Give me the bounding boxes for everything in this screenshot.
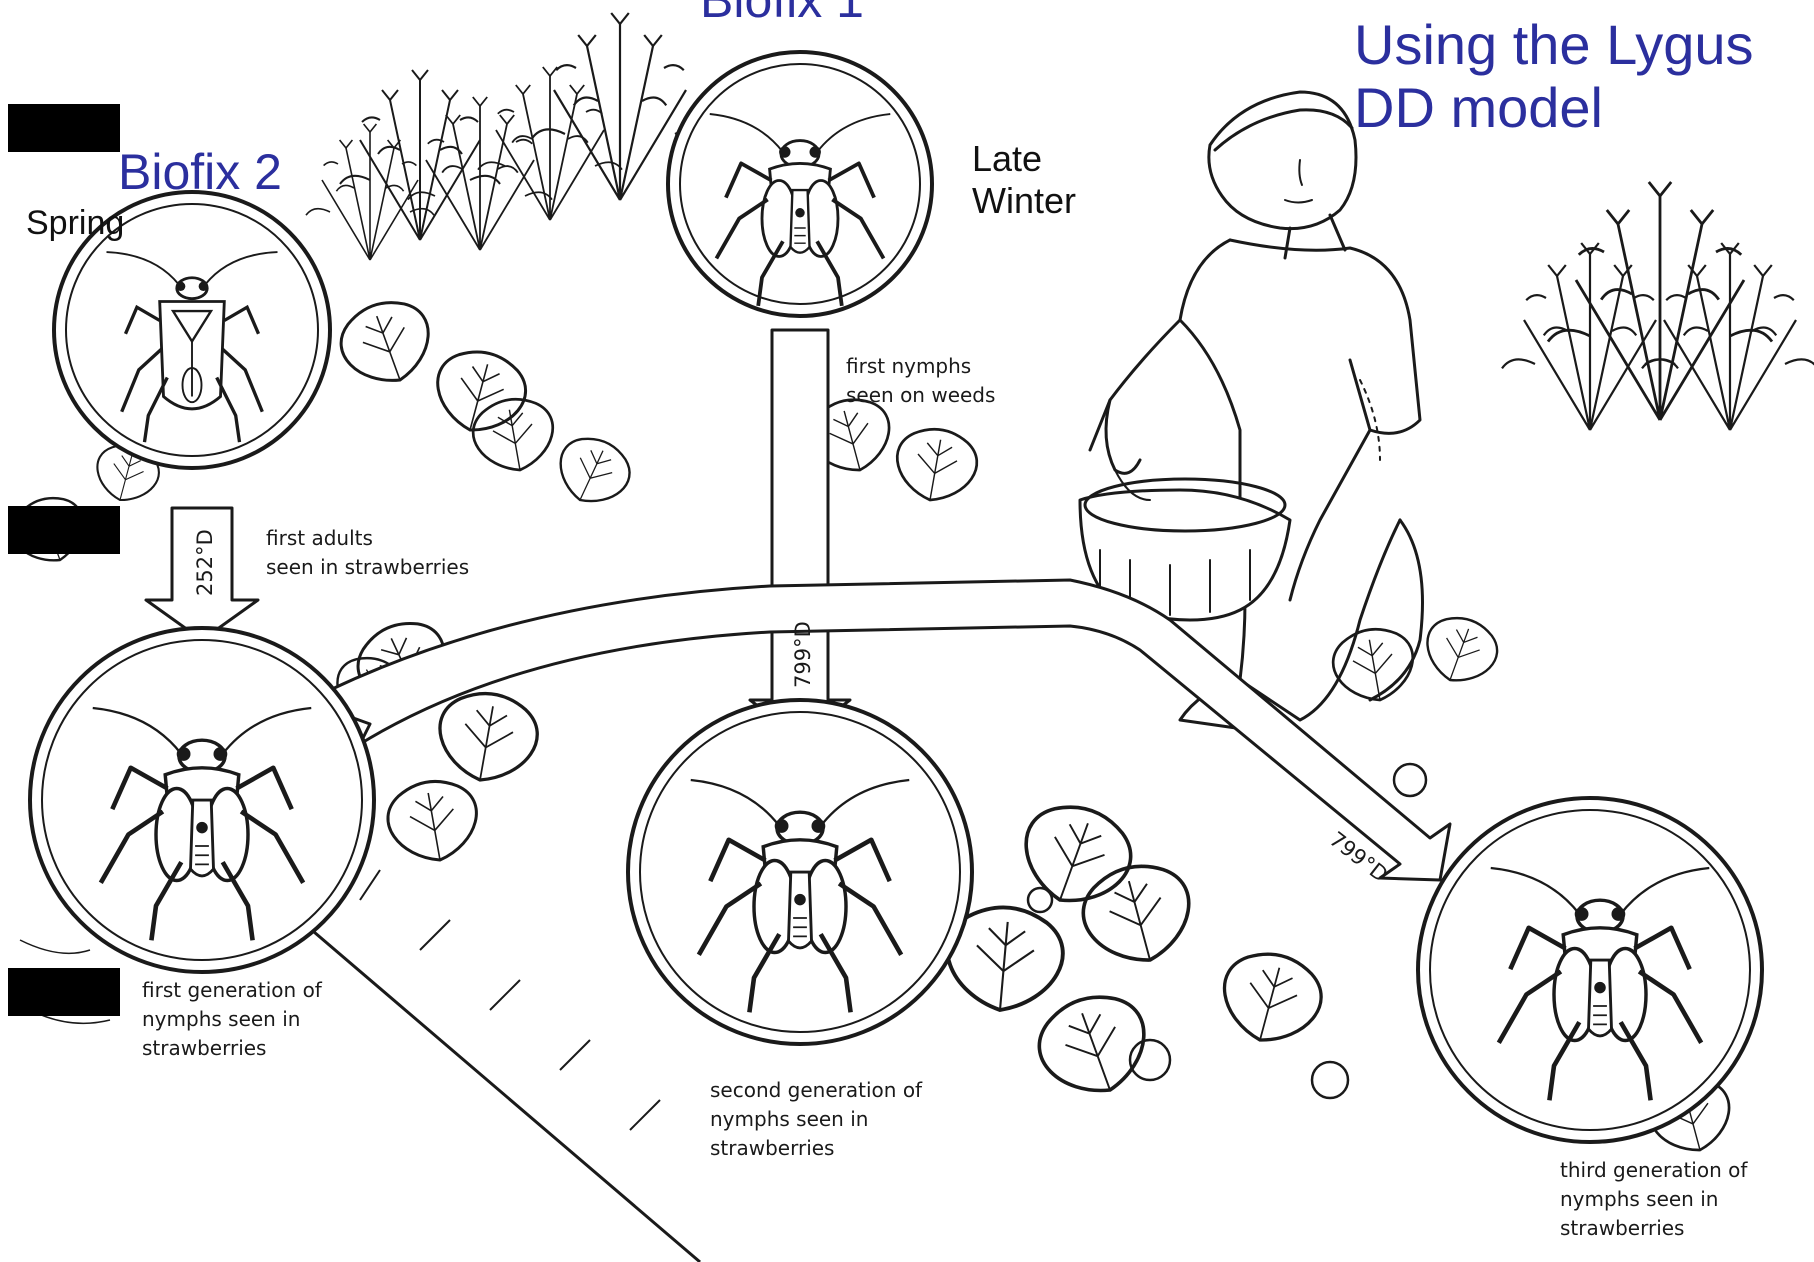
caption-line: strawberries (1560, 1214, 1747, 1243)
circle-late-winter (668, 52, 932, 316)
circle-second-generation (628, 700, 972, 1044)
caption-line: seen on weeds (846, 381, 995, 410)
caption-line: first adults (266, 524, 469, 553)
model-title: Using the Lygus DD model (1354, 14, 1754, 139)
caption-third-generation: third generation of nymphs seen in straw… (1560, 1156, 1747, 1243)
caption-line: seen in strawberries (266, 553, 469, 582)
caption-line: first generation of (142, 976, 322, 1005)
caption-first-nymphs-weeds: first nymphs seen on weeds (846, 352, 995, 410)
caption-line: strawberries (142, 1034, 322, 1063)
late-winter-label: Late Winter (972, 138, 1076, 223)
caption-line: nymphs seen in (710, 1105, 922, 1134)
caption-line: first nymphs (846, 352, 995, 381)
late-winter-line-2: Winter (972, 180, 1076, 222)
late-winter-line-1: Late (972, 138, 1076, 180)
biofix-1-label: Biofix 1 (700, 0, 864, 27)
redaction-block-bottom (8, 968, 120, 1016)
caption-line: third generation of (1560, 1156, 1747, 1185)
redaction-block-middle (8, 506, 120, 554)
model-title-line-1: Using the Lygus (1354, 14, 1754, 77)
dd-label-799-vertical: 799°D (791, 621, 815, 688)
caption-second-generation: second generation of nymphs seen in stra… (710, 1076, 922, 1163)
weed-clump-left (306, 70, 552, 260)
caption-first-adults: first adults seen in strawberries (266, 524, 469, 582)
spring-label: Spring (26, 206, 124, 242)
circle-first-generation (30, 628, 374, 972)
caption-line: nymphs seen in (142, 1005, 322, 1034)
dd-label-252: 252°D (193, 529, 217, 596)
caption-line: nymphs seen in (1560, 1185, 1747, 1214)
caption-line: second generation of (710, 1076, 922, 1105)
circle-third-generation (1418, 798, 1762, 1142)
caption-line: strawberries (710, 1134, 922, 1163)
redaction-block-top (8, 104, 120, 152)
weed-clump-right (1502, 182, 1814, 430)
biofix-2-label: Biofix 2 (118, 146, 282, 199)
model-title-line-2: DD model (1354, 77, 1754, 140)
caption-first-generation: first generation of nymphs seen in straw… (142, 976, 322, 1063)
